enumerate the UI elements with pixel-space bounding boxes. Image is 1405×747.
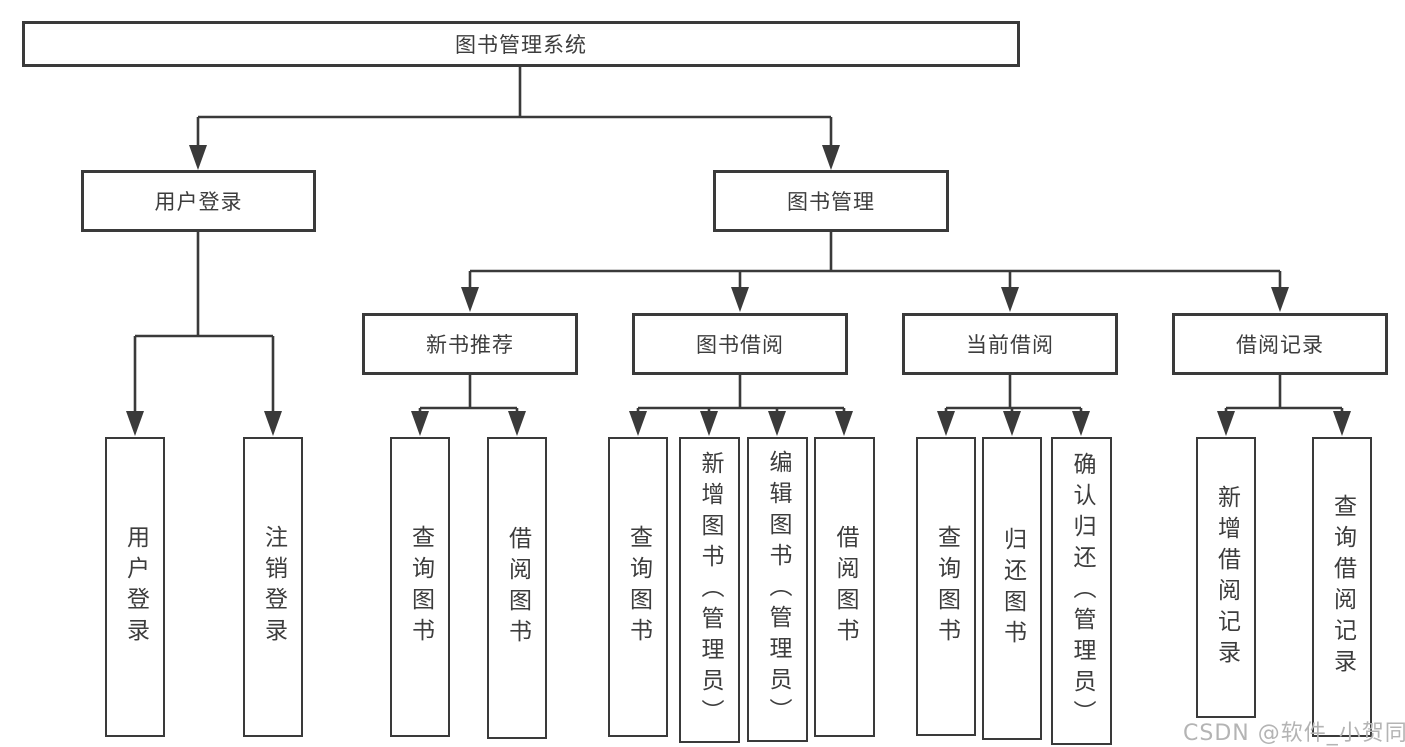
leaf-user-login-label: 用户登录: [122, 525, 149, 649]
node-borrow-records: 借阅记录: [1172, 313, 1388, 375]
leaf-bb-query-books: 查询图书: [608, 437, 668, 737]
leaf-cb-return-books-label: 归还图书: [999, 526, 1026, 651]
node-current-borrow: 当前借阅: [902, 313, 1118, 375]
leaf-bb-add-books-admin-label: 新增图书（管理员）: [697, 450, 723, 730]
leaf-user-login: 用户登录: [105, 437, 165, 737]
leaf-bb-add-books-admin: 新增图书（管理员）: [679, 437, 740, 743]
leaf-bb-borrow-books: 借阅图书: [814, 437, 875, 737]
leaf-bb-borrow-books-label: 借阅图书: [832, 525, 858, 649]
leaf-br-query-record-label: 查询借阅记录: [1329, 494, 1356, 680]
leaf-cb-return-books: 归还图书: [982, 437, 1042, 740]
node-root: 图书管理系统: [22, 21, 1020, 67]
leaf-nb-borrow-books-label: 借阅图书: [504, 526, 531, 650]
leaf-nb-query-books-label: 查询图书: [407, 525, 434, 649]
node-book-borrow: 图书借阅: [632, 313, 848, 375]
leaf-nb-borrow-books: 借阅图书: [487, 437, 547, 739]
leaf-cb-query-books-label: 查询图书: [933, 524, 960, 649]
arrowhead-icons: [126, 145, 1351, 436]
leaf-bb-edit-books-admin-label: 编辑图书（管理员）: [765, 450, 791, 729]
leaf-logout: 注销登录: [243, 437, 303, 737]
leaf-bb-query-books-label: 查询图书: [625, 525, 652, 649]
leaf-br-add-record: 新增借阅记录: [1196, 437, 1256, 718]
leaf-br-query-record: 查询借阅记录: [1312, 437, 1372, 737]
leaf-cb-query-books: 查询图书: [916, 437, 976, 736]
csdn-watermark: CSDN @软件_小贺同学: [1183, 721, 1405, 746]
node-book-management: 图书管理: [713, 170, 949, 232]
leaf-br-add-record-label: 新增借阅记录: [1213, 484, 1240, 671]
leaf-bb-edit-books-admin: 编辑图书（管理员）: [747, 437, 808, 742]
node-new-book-recommend: 新书推荐: [362, 313, 578, 375]
leaf-cb-confirm-return-admin: 确认归还（管理员）: [1051, 437, 1112, 745]
leaf-cb-confirm-return-admin-label: 确认归还（管理员）: [1069, 451, 1095, 731]
leaf-nb-query-books: 查询图书: [390, 437, 450, 737]
leaf-logout-label: 注销登录: [260, 525, 287, 649]
node-user-login: 用户登录: [81, 170, 316, 232]
